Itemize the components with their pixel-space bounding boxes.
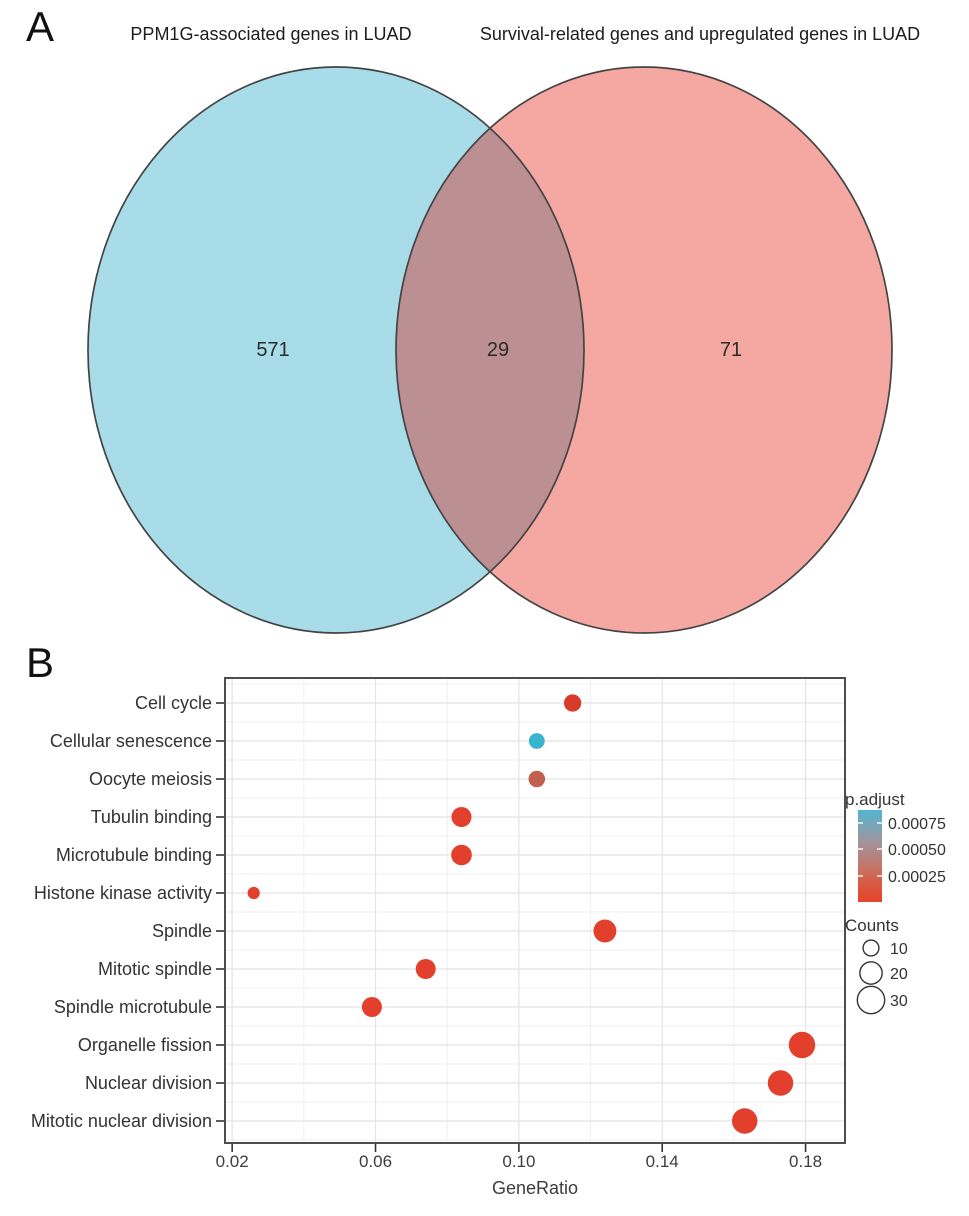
venn-right-set-title: Survival-related genes and upregulated g… (479, 24, 921, 44)
y-category-label-histone-kinase-activity: Histone kinase activity (34, 883, 212, 903)
y-category-label-tubulin-binding: Tubulin binding (91, 807, 212, 827)
legend-counts-title: Counts (845, 916, 899, 935)
y-category-label-spindle: Spindle (152, 921, 212, 941)
venn-right-outline (395, 66, 893, 634)
dot-histone-kinase-activity (247, 886, 260, 900)
dot-mitotic-nuclear-division (731, 1108, 758, 1134)
dot-spindle (593, 919, 617, 943)
dot-cell-cycle (563, 694, 582, 712)
dot-cellular-senescence (528, 733, 545, 749)
venn-left-count: 571 (256, 339, 289, 361)
dot-microtubule-binding (451, 844, 472, 866)
legend-padjust-colorbar (858, 810, 882, 902)
venn-left-outline (87, 66, 585, 634)
x-tick-label: 0.18 (789, 1152, 822, 1171)
x-axis-title: GeneRatio (492, 1178, 578, 1198)
y-category-label-nuclear-division: Nuclear division (85, 1073, 212, 1093)
dot-mitotic-spindle (415, 959, 436, 979)
legend-counts-label: 20 (890, 966, 908, 983)
y-category-label-microtubule-binding: Microtubule binding (56, 845, 212, 865)
y-category-label-cellular-senescence: Cellular senescence (50, 731, 212, 751)
x-tick-label: 0.06 (359, 1152, 392, 1171)
venn-overlap-count: 29 (487, 339, 509, 361)
dot-organelle-fission (788, 1031, 816, 1059)
y-category-label-organelle-fission: Organelle fission (78, 1035, 212, 1055)
dot-nuclear-division (767, 1070, 794, 1096)
x-tick-label: 0.10 (502, 1152, 535, 1171)
legend-counts-circle-20 (859, 961, 883, 985)
legend-padjust-title: p.adjust (845, 790, 905, 809)
data-points (247, 694, 816, 1134)
gridlines (225, 678, 845, 1143)
dot-oocyte-meiosis (528, 770, 546, 788)
y-category-label-mitotic-nuclear-division: Mitotic nuclear division (31, 1111, 212, 1131)
legend-counts-circle-30 (856, 985, 886, 1015)
legend-counts-label: 10 (890, 941, 908, 958)
y-category-label-mitotic-spindle: Mitotic spindle (98, 959, 212, 979)
dot-spindle-microtubule (361, 997, 382, 1017)
y-category-label-oocyte-meiosis: Oocyte meiosis (89, 769, 212, 789)
panel-a-label: A (26, 3, 55, 50)
plot-panel-background (225, 678, 845, 1143)
venn-right-count: 71 (720, 339, 742, 361)
y-category-label-cell-cycle: Cell cycle (135, 693, 212, 713)
venn-overlap-region (396, 67, 584, 633)
y-category-label-spindle-microtubule: Spindle microtubule (54, 997, 212, 1017)
legend-counts-circle-10 (862, 939, 880, 957)
legend-padjust-tick-label: 0.00075 (888, 816, 946, 833)
dot-tubulin-binding (451, 807, 472, 827)
plot-panel-border (224, 677, 846, 1144)
panel-b-label: B (26, 639, 55, 686)
x-tick-label: 0.14 (646, 1152, 679, 1171)
venn-diagram: 571 29 71 (87, 66, 893, 634)
legend-counts-label: 30 (890, 993, 908, 1010)
x-tick-label: 0.02 (216, 1152, 249, 1171)
legend-padjust-tick-label: 0.00050 (888, 842, 946, 859)
legend-padjust-tick-label: 0.00025 (888, 869, 946, 886)
venn-left-set-title: PPM1G-associated genes in LUAD (130, 24, 412, 44)
